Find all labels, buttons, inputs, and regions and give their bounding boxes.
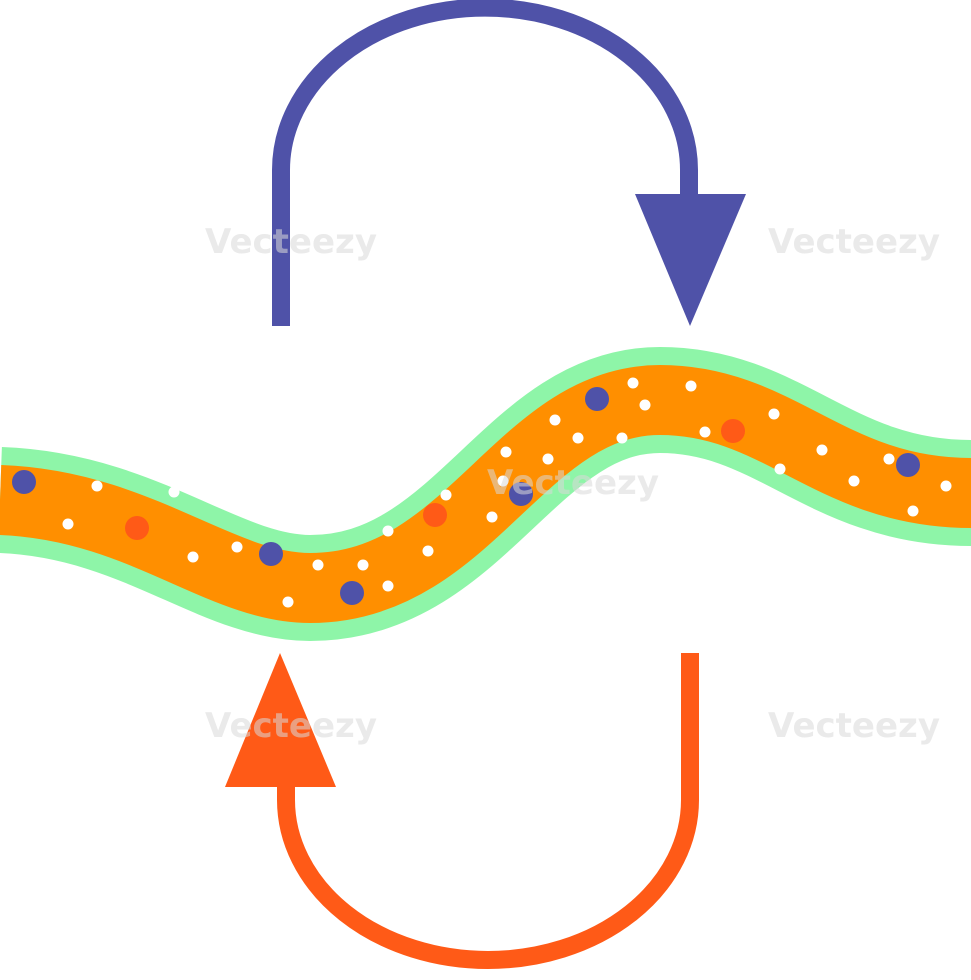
lower-curved-arrow-icon [225,653,699,969]
white-particle [497,475,509,487]
white-particle [685,380,697,392]
white-particle [616,432,628,444]
white-particle [699,426,711,438]
lower-arrow-shaft [277,653,699,969]
white-particle [816,444,828,456]
white-particle [883,453,895,465]
vessel [0,346,971,642]
upper-arrow-shaft [272,0,698,326]
blue-particle [12,470,36,494]
white-particle [440,489,452,501]
white-particle [382,580,394,592]
blue-particle [896,453,920,477]
white-particle [639,399,651,411]
white-particle [357,559,369,571]
blue-particle [340,581,364,605]
white-particle [572,432,584,444]
white-particle [62,518,74,530]
white-particle [382,525,394,537]
orange-particle [423,503,447,527]
white-particle [282,596,294,608]
white-particle [312,559,324,571]
white-particle [187,551,199,563]
white-particle [549,414,561,426]
white-particle [486,511,498,523]
white-particle [907,505,919,517]
white-particle [422,545,434,557]
white-particle [168,486,180,498]
white-particle [91,480,103,492]
white-particle [940,480,952,492]
white-particle [500,446,512,458]
blue-particle [585,387,609,411]
upper-arrow-head [635,194,746,326]
orange-particle [125,516,149,540]
upper-curved-arrow-icon [272,0,746,326]
blue-particle [259,542,283,566]
orange-particle [721,419,745,443]
lower-arrow-head [225,653,336,787]
blue-particle [509,482,533,506]
vessel-lumen [0,364,971,624]
white-particle [231,541,243,553]
white-particle [848,475,860,487]
white-particle [768,408,780,420]
white-particle [542,453,554,465]
white-particle [627,377,639,389]
white-particle [774,463,786,475]
vessel-particles [12,377,952,608]
